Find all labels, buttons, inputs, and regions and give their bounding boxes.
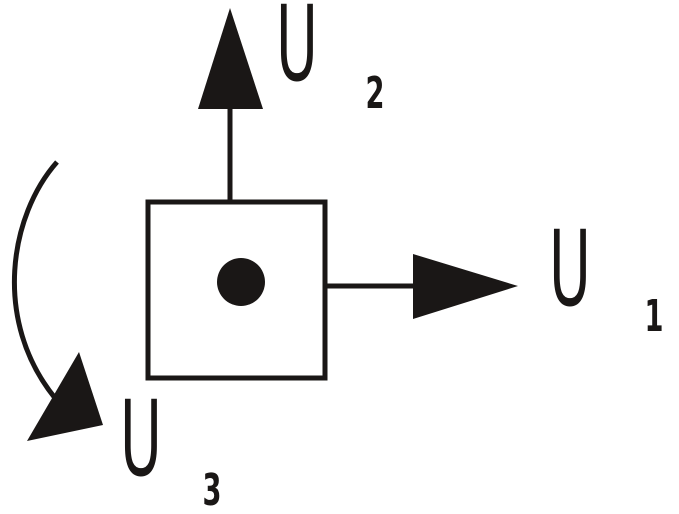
- u3-arrow: [11, 160, 103, 441]
- u2-label-subscript: 2: [366, 67, 385, 119]
- element-square: [145, 199, 328, 381]
- u3-arrow-head: [27, 352, 103, 441]
- u1-label-subscript: 1: [645, 290, 664, 342]
- u2-label-letter: U: [276, 0, 318, 105]
- u3-label-letter: U: [120, 378, 162, 499]
- u3-label-subscript: 3: [203, 464, 222, 514]
- u2-label: U 2: [276, 0, 384, 119]
- u1-arrow: [325, 254, 518, 319]
- u1-label-letter: U: [549, 208, 591, 329]
- u1-label: U 1: [549, 208, 663, 341]
- u2-arrow: [198, 8, 263, 202]
- u3-arrow-arc: [11, 160, 59, 400]
- u3-label: U 3: [120, 378, 221, 514]
- u1-arrow-head: [413, 254, 518, 319]
- u2-arrow-head: [198, 8, 263, 109]
- center-node-dot: [217, 258, 265, 306]
